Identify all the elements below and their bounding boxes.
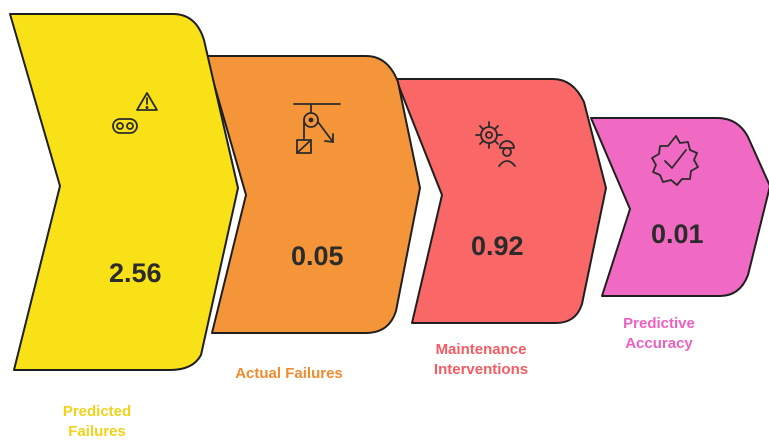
stage-label-line: Maintenance bbox=[435, 341, 527, 358]
stage-value-predicted-failures: 2.56 bbox=[109, 258, 162, 288]
conveyor-warning-icon bbox=[112, 92, 158, 134]
stage-label-line: Failures bbox=[68, 423, 126, 440]
stage-label-predictive-accuracy: Predictive Accuracy bbox=[579, 314, 739, 354]
stage-value-maintenance-interventions: 0.92 bbox=[471, 231, 524, 261]
stage-label-line: Predicted bbox=[62, 403, 132, 420]
stage-label-line: Predictive bbox=[623, 315, 695, 332]
gear-technician-icon bbox=[475, 121, 516, 167]
pulley-weight-icon bbox=[293, 103, 341, 154]
stage-label-actual-failures: Actual Failures bbox=[209, 364, 369, 384]
chevron-shape-actual-failures bbox=[205, 55, 421, 334]
chevron-shape-predicted-failures bbox=[9, 13, 239, 371]
gear-check-icon bbox=[651, 135, 699, 186]
stage-value-actual-failures: 0.05 bbox=[291, 241, 344, 271]
stage-label-line: Interventions bbox=[433, 361, 529, 378]
stage-value-predictive-accuracy: 0.01 bbox=[651, 219, 704, 249]
chevron-shape-maintenance-interventions bbox=[395, 78, 607, 324]
stage-label-line: Actual Failures bbox=[235, 365, 343, 382]
stage-label-maintenance-interventions: Maintenance Interventions bbox=[401, 340, 561, 380]
chevron-shape-predictive-accuracy bbox=[590, 117, 769, 297]
stage-label-line: Accuracy bbox=[625, 335, 693, 352]
stage-label-predicted-failures: Predicted Failures bbox=[17, 402, 177, 442]
